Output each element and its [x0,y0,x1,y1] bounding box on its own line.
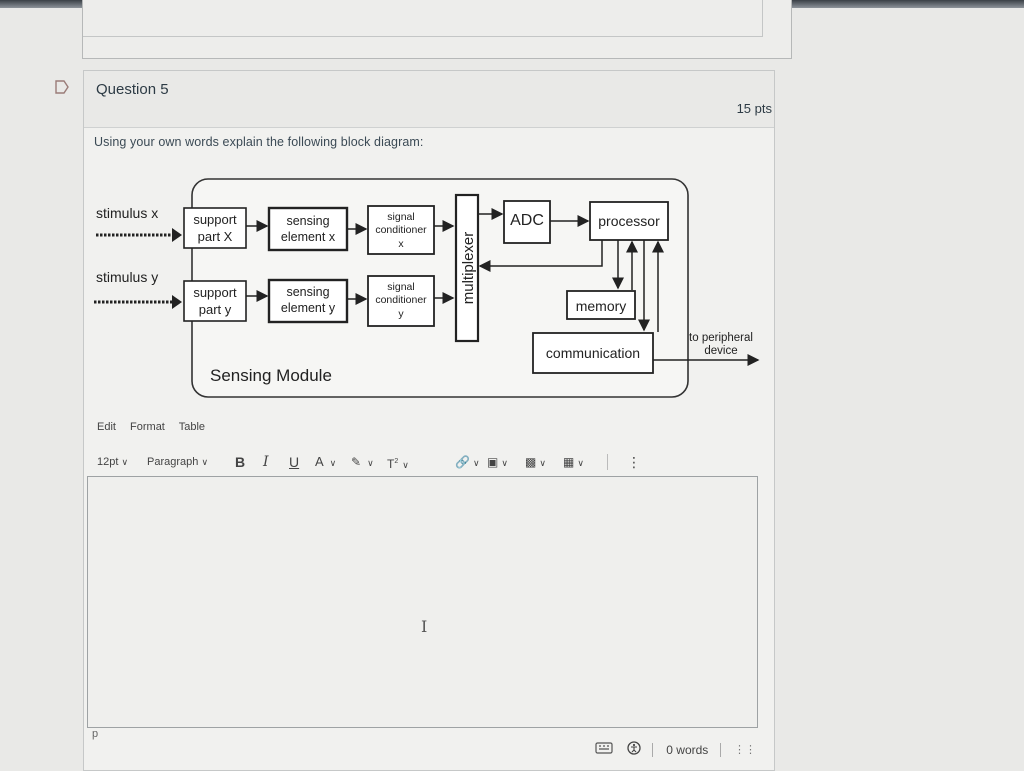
conditioner-y-line2: conditioner [375,294,427,306]
link-icon[interactable]: 🔗∨ [455,455,480,469]
editor-statusbar: 0 words ⋮⋮ [585,741,756,759]
statusbar-divider [651,742,653,757]
underline-icon[interactable]: U [289,454,300,470]
sensing-x-line1: sensing [286,214,329,228]
conditioner-x-line1: signal [387,211,414,223]
processor-block [589,201,669,241]
stimulus-y-label: stimulus y [96,269,158,285]
previous-answer-editor [82,0,792,59]
editor-menubar: Edit Format Table [97,421,216,433]
font-size-select[interactable]: 12pt ∨ [97,451,128,473]
block-format-select[interactable]: Paragraph ∨ [147,451,208,473]
sensing-x-line2: element x [281,230,336,244]
multiplexer-block [454,193,480,343]
conditioner-x-line2: conditioner [375,224,427,236]
keyboard-icon[interactable] [595,742,613,757]
adc-block [503,200,551,244]
toolbar-divider [607,454,608,470]
multiplexer-label: multiplexer [460,232,477,305]
conditioner-y-line1: signal [387,281,414,293]
question-prompt: Using your own words explain the followi… [94,135,424,149]
stimulus-x-arrow [172,228,182,242]
chevron-down-icon: ∨ [201,457,209,467]
sensing-element-x-block [267,206,349,252]
communication-block [532,332,654,374]
more-icon[interactable]: ⋮ [627,454,641,470]
text-color-icon[interactable]: A∨ [315,454,337,469]
menu-edit[interactable]: Edit [97,421,116,433]
stimulus-x-label: stimulus x [96,205,158,221]
document-icon[interactable]: ▦∨ [563,455,584,469]
conditioner-y-line3: y [398,308,404,320]
signal-conditioner-y-block [367,275,435,327]
chevron-down-icon: ∨ [121,457,129,467]
support-y-line1: support [193,285,237,300]
question-card: Question 5 15 pts Using your own words e… [83,70,775,771]
word-count: 0 words [666,742,709,757]
memory-block [566,290,636,320]
peripheral-line2: device [704,345,737,357]
memory-label: memory [576,298,627,314]
font-size-value: 12pt [97,456,119,468]
menu-format[interactable]: Format [130,421,165,433]
block-diagram: stimulus x stimulus y support part X sup… [94,178,760,398]
processor-to-mux-control-line [478,240,603,272]
menu-table[interactable]: Table [178,421,206,433]
bold-icon[interactable]: B [235,454,246,470]
block-format-value: Paragraph [147,456,199,468]
answer-editor[interactable]: I [87,476,758,728]
sensing-y-line1: sensing [286,285,329,299]
stimulus-y-arrow [172,295,182,309]
statusbar-divider [719,742,721,757]
previous-answer-box [83,0,763,37]
peripheral-line1: to peripheral [689,332,753,344]
support-x-line1: support [193,212,237,227]
flag-icon[interactable] [54,80,70,94]
support-y-line2: part y [199,302,232,317]
adc-label: ADC [510,212,544,229]
media-icon[interactable]: ▩∨ [525,455,546,469]
image-icon[interactable]: ▣∨ [487,455,508,469]
communication-label: communication [546,345,640,361]
text-cursor-icon: I [421,617,428,636]
processor-label: processor [598,213,660,229]
sensing-y-line2: element y [281,301,336,315]
question-header: Question 5 15 pts [84,71,774,128]
editor-toolbar: 12pt ∨ Paragraph ∨ B I U A∨ ✎∨ T2∨ 🔗∨ ▣∨… [97,451,657,473]
support-part-y-block [183,280,247,322]
conditioner-x-line3: x [398,238,404,250]
question-title: Question 5 [96,81,169,98]
paragraph-path: p [92,728,99,740]
support-part-x-block [183,207,247,249]
accessibility-icon[interactable] [626,741,641,758]
highlight-icon[interactable]: ✎∨ [351,455,374,469]
italic-icon[interactable]: I [263,454,269,470]
signal-conditioner-x-block [367,205,435,255]
resize-handle-icon[interactable]: ⋮⋮ [734,744,756,756]
sensing-element-y-block [267,278,349,324]
support-x-line2: part X [198,229,233,244]
superscript-icon[interactable]: T2∨ [387,457,409,471]
question-points: 15 pts [736,101,772,116]
sensing-module-label: Sensing Module [210,366,332,385]
